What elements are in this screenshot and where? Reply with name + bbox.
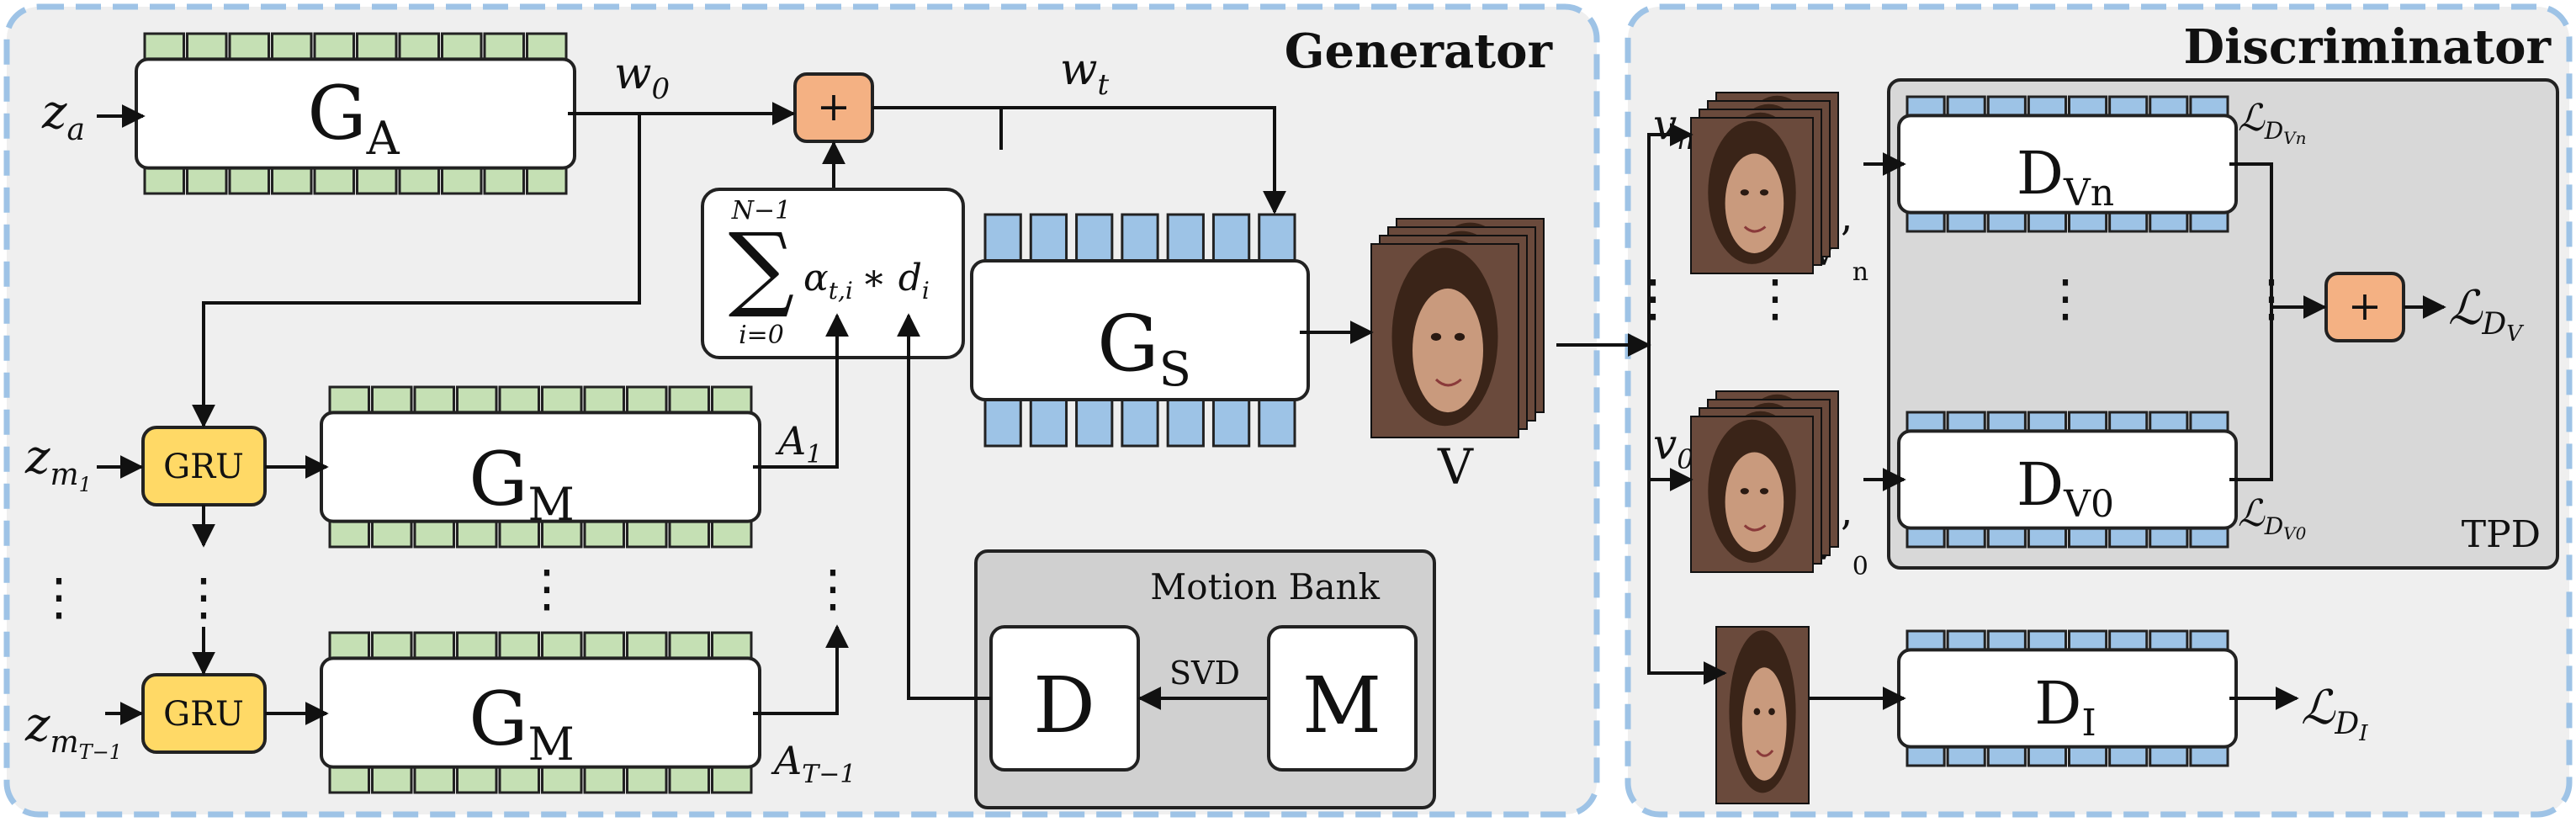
z-a-label: za [41,85,85,147]
plus-label-generator: + [817,83,851,130]
at-label: AT−1 [771,738,856,789]
di-block [1897,629,2238,767]
gs-block [970,213,1310,448]
ellipsis-gm: ⋮ [522,559,572,618]
generator-title: Generator [1285,24,1554,79]
ellipsis-dv: ⋮ [2040,269,2091,328]
d-box-label: D [1033,660,1095,750]
sum-bottom: i=0 [739,321,784,350]
z-mt-label: zmT−1 [24,697,122,764]
motion-bank-title: Motion Bank [1150,566,1380,607]
gru-label-1: GRU [163,448,244,486]
discriminator-title: Discriminator [2184,19,2552,75]
gm1-block [320,385,761,549]
dvn-block [1897,95,2238,233]
video-v0-stack-frame [1690,416,1814,573]
gs-block-core [970,259,1310,401]
single-frame-image [1715,626,1810,804]
loss-dvn-label: ℒDVn [2238,97,2306,148]
m-box-label: M [1302,660,1381,750]
gru-label-2: GRU [163,695,244,734]
gm1-label: GM [469,436,575,531]
ellipsis-a: ⋮ [808,559,858,618]
dv0-label: DV0 [2017,450,2114,526]
ellipsis-z: ⋮ [34,568,84,627]
wt-label: wt [1060,45,1110,102]
sum-top: N−1 [731,196,791,225]
m-box [1267,625,1418,772]
ellipsis-gru: ⋮ [178,568,229,627]
w0-label: w0 [614,49,670,106]
v0-label: v0 [1653,420,1694,475]
video-v-stack-frame [1370,243,1519,438]
ellipsis-vp: ⋮ [1750,269,1800,328]
plus-label-discriminator: + [2348,283,2382,330]
faces-layer [1370,92,1839,804]
video-v0-stack [1690,390,1839,573]
svd-label: SVD [1169,655,1240,692]
sum-expression: αt,i∗ di [803,257,930,305]
gm2-label: GM [469,676,575,771]
a1-label: A1 [775,418,822,469]
video-v-stack [1370,218,1545,438]
ga-block [135,32,576,195]
video-vn-stack-frame [1690,117,1814,274]
dvn-label: DVn [2017,139,2114,215]
ga-label: GA [307,70,400,165]
dv0-block [1897,411,2238,549]
z-m1-label: zm1 [24,430,92,496]
video-vn-stack [1690,92,1839,274]
loss-dv0-label: ℒDV0 [2238,492,2307,544]
ellipsis-vn: ⋮ [1628,269,1678,328]
v-label: V [1437,438,1474,496]
loss-di-label: ℒDI [2301,681,2368,746]
tpd-label: TPD [2462,513,2541,556]
loss-dv-label: ℒDV [2448,281,2524,347]
connectors [97,102,2446,725]
di-label: DI [2034,669,2096,745]
sum-symbol: ∑ [729,213,795,321]
gs-label: GS [1097,299,1191,397]
